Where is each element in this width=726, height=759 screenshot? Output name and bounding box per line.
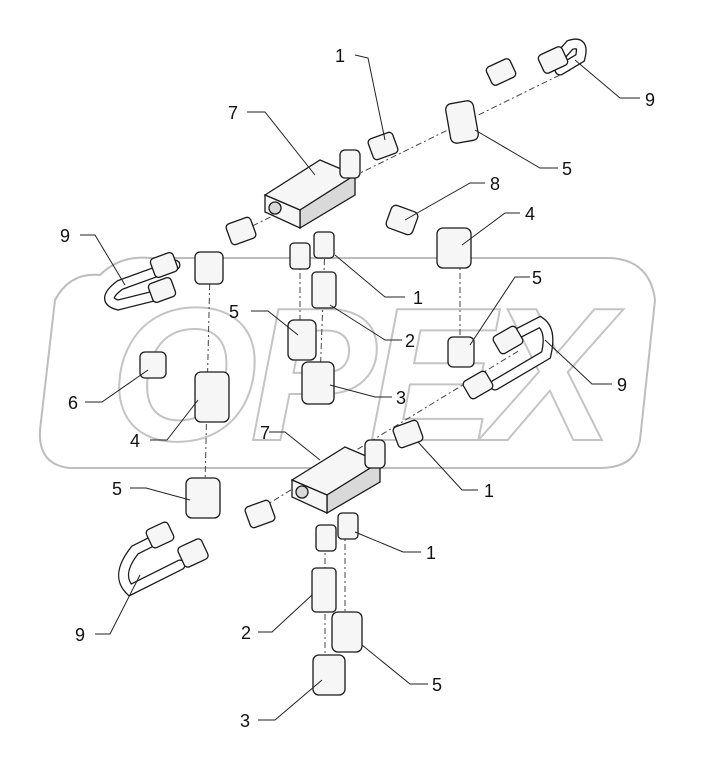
callout-4-left: 4 (130, 431, 140, 451)
callout-9-mid-right: 9 (617, 375, 627, 395)
callout-4-right: 4 (525, 204, 535, 224)
callout-9-bottom-left: 9 (75, 625, 85, 645)
valve-block-bottom (290, 439, 386, 515)
callout-1-lower: 1 (426, 543, 436, 563)
callout-9-top-right: 9 (645, 90, 655, 110)
callout-5-top-right: 5 (562, 159, 572, 179)
callout-7-top: 7 (228, 103, 238, 123)
callout-5-lower-left: 5 (112, 479, 122, 499)
callout-9-left: 9 (60, 226, 70, 246)
callout-2-mid: 2 (405, 331, 415, 351)
callout-1-top: 1 (335, 46, 345, 66)
callout-1-lower-right: 1 (484, 481, 494, 501)
callout-8: 8 (490, 174, 500, 194)
hose-mid-right (462, 315, 554, 400)
callout-5-mid-left: 5 (229, 302, 239, 322)
valve-block-top (263, 149, 361, 230)
callout-3-mid: 3 (396, 388, 406, 408)
hose-top-right (485, 38, 587, 86)
callout-labels: 1 9 7 5 8 4 9 1 5 5 2 9 6 3 4 7 1 5 1 9 … (60, 46, 655, 731)
callout-2-bottom: 2 (241, 623, 251, 643)
adapter-fittings (139, 131, 424, 552)
callout-1-mid: 1 (413, 288, 423, 308)
callout-7-bottom: 7 (260, 423, 270, 443)
callout-5-mid-right: 5 (532, 268, 542, 288)
elbow-and-tee-fittings (185, 100, 479, 653)
coupling-and-nipple-fittings (301, 271, 346, 696)
callout-6: 6 (68, 393, 78, 413)
leader-lines (80, 54, 640, 721)
callout-5-bottom: 5 (432, 675, 442, 695)
hose-left (104, 251, 181, 311)
hose-bottom-left (118, 521, 209, 597)
callout-3-bottom: 3 (240, 711, 250, 731)
